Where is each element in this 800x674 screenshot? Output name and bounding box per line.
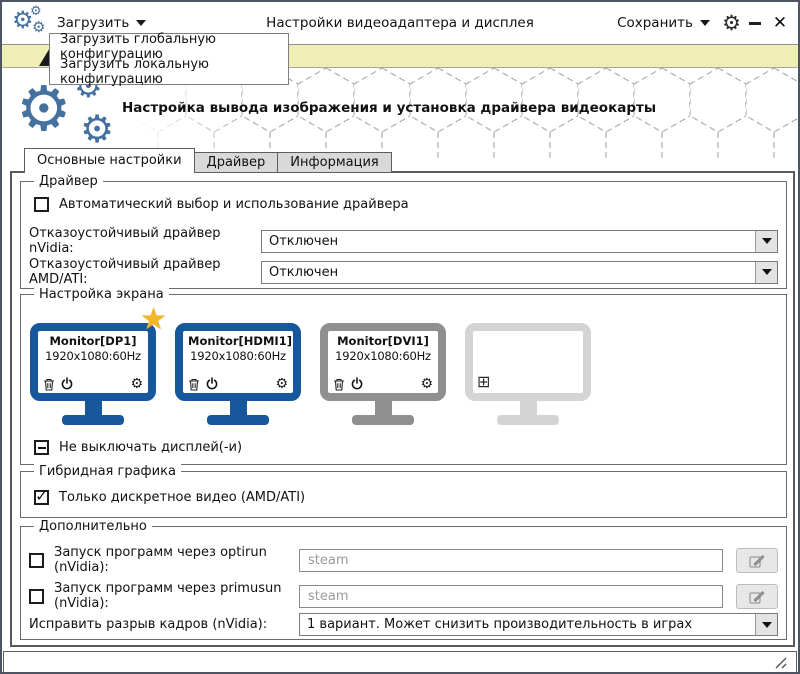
optirun-row: Запуск программ через optirun (nVidia): <box>29 545 778 575</box>
monitor-gear-icon[interactable]: ⚙ <box>130 376 143 392</box>
nvidia-failsafe-label: Отказоустойчивый драйвер nVidia: <box>29 226 221 256</box>
gear-icon: ⚙ <box>722 11 741 35</box>
monitor-card-add-new[interactable]: ⊞ <box>465 323 591 425</box>
gear-icon: ⚙ <box>12 6 34 34</box>
chevron-down-icon <box>761 621 772 628</box>
monitor-gear-icon[interactable]: ⚙ <box>275 376 288 392</box>
discrete-only-row: Только дискретное видео (AMD/ATI) <box>34 490 305 505</box>
amd-failsafe-select[interactable]: Отключен <box>261 260 778 284</box>
chevron-down-icon <box>700 20 710 26</box>
minimize-button[interactable] <box>745 2 765 44</box>
edit-pencil-icon <box>749 554 764 567</box>
monitor-name: Monitor[DP1] <box>49 334 137 348</box>
monitor-resolution: 1920x1080:60Hz <box>335 349 431 363</box>
banner-gears-icon: ⚙ ⚙ ⚙ <box>16 70 120 152</box>
close-button[interactable]: ✕ <box>768 2 792 44</box>
settings-gear-button[interactable]: ⚙ <box>722 2 741 44</box>
keep-display-on-row: Не выключать дисплей(-и) <box>34 440 242 455</box>
auto-driver-label: Автоматический выбор и использование дра… <box>59 197 409 212</box>
menu-item-load-local-config[interactable]: Загрузить локальную конфигурацию <box>60 56 209 87</box>
auto-driver-checkbox[interactable] <box>34 197 49 212</box>
tab-driver[interactable]: Драйвер <box>193 152 279 173</box>
monitor-card-dp1[interactable]: ★ Monitor[DP1] 1920x1080:60Hz ⚙ <box>30 305 167 425</box>
gear-icon: ⚙ <box>32 18 46 36</box>
primary-star-icon: ★ <box>140 302 167 337</box>
status-bar <box>3 651 797 672</box>
primusun-label: Запуск программ через primusun (nVidia): <box>54 581 282 611</box>
chevron-down-icon <box>761 238 772 244</box>
gear-icon: ⚙ <box>80 107 115 151</box>
window-title: Настройки видеоадаптера и дисплея <box>266 15 534 31</box>
tearing-fix-label: Исправить разрыв кадров (nVidia): <box>29 617 268 632</box>
amd-failsafe-row: Отказоустойчивый драйвер AMD/ATI: Отключ… <box>29 257 778 287</box>
monitor-card-hdmi1[interactable]: Monitor[HDMI1] 1920x1080:60Hz ⚙ <box>175 323 301 425</box>
driver-group-legend: Драйвер <box>34 173 103 190</box>
discrete-only-label: Только дискретное видео (AMD/ATI) <box>59 490 306 505</box>
primusun-input[interactable] <box>299 584 723 608</box>
dropdown-arrow-button[interactable] <box>755 230 777 252</box>
dropdown-arrow-button[interactable] <box>755 261 777 283</box>
edit-pencil-icon <box>749 590 764 603</box>
hybrid-graphics-group: Гибридная графика Только дискретное виде… <box>20 463 787 518</box>
monitor-resolution: 1920x1080:60Hz <box>190 349 286 363</box>
screen-group-legend: Настройка экрана <box>34 286 169 303</box>
save-menu-label: Сохранить <box>617 15 693 31</box>
additional-group-legend: Дополнительно <box>34 518 152 535</box>
banner-title: Настройка вывода изображения и установка… <box>122 100 657 116</box>
load-menu-popup: Загрузить глобальную конфигурацию Загруз… <box>49 31 289 87</box>
menu-item-load-global-config[interactable]: Загрузить глобальную конфигурацию <box>60 31 216 62</box>
chevron-down-icon <box>761 269 772 275</box>
amd-failsafe-value: Отключен <box>269 264 339 280</box>
dropdown-arrow-button[interactable] <box>755 614 777 635</box>
monitor-row: ★ Monitor[DP1] 1920x1080:60Hz ⚙ <box>30 305 591 425</box>
auto-driver-row: Автоматический выбор и использование дра… <box>34 197 409 212</box>
optirun-input[interactable] <box>299 548 723 572</box>
power-icon[interactable] <box>60 377 74 391</box>
resize-grip[interactable] <box>774 656 789 670</box>
monitor-name: Monitor[HDMI1] <box>188 334 292 348</box>
chevron-down-icon <box>136 20 147 26</box>
primusun-row: Запуск программ через primusun (nVidia): <box>29 581 778 611</box>
tab-bar: Основные настройки Драйвер Информация <box>24 148 392 173</box>
screen-setup-group: Настройка экрана ★ Monitor[DP1] 1920x108… <box>20 286 787 465</box>
keep-display-on-label: Не выключать дисплей(-и) <box>59 440 243 455</box>
amd-failsafe-label: Отказоустойчивый драйвер AMD/ATI: <box>29 257 221 287</box>
nvidia-failsafe-select[interactable]: Отключен <box>261 229 778 253</box>
trash-icon[interactable] <box>188 378 200 391</box>
driver-group: Драйвер Автоматический выбор и использов… <box>20 173 787 289</box>
tab-main-settings[interactable]: Основные настройки <box>24 148 195 173</box>
tab-information[interactable]: Информация <box>277 152 392 173</box>
power-icon[interactable] <box>350 377 364 391</box>
optirun-checkbox[interactable] <box>29 552 44 568</box>
hybrid-group-legend: Гибридная графика <box>34 463 181 480</box>
add-monitor-icon[interactable]: ⊞ <box>477 372 491 391</box>
tearing-fix-value: 1 вариант. Может снизить производительно… <box>307 617 693 632</box>
gear-icon: ⚙ <box>30 4 42 19</box>
additional-group: Дополнительно Запуск программ через opti… <box>20 518 787 640</box>
tearing-fix-row: Исправить разрыв кадров (nVidia): 1 вари… <box>29 613 778 636</box>
monitor-resolution: 1920x1080:60Hz <box>45 349 141 363</box>
nvidia-failsafe-value: Отключен <box>269 233 339 249</box>
save-menu-button[interactable]: Сохранить <box>617 2 710 44</box>
load-menu-label: Загрузить <box>57 15 130 31</box>
gear-icon: ⚙ <box>16 72 72 145</box>
nvidia-failsafe-row: Отказоустойчивый драйвер nVidia: Отключе… <box>29 226 778 256</box>
tearing-fix-select[interactable]: 1 вариант. Может снизить производительно… <box>299 613 778 636</box>
optirun-label: Запуск программ через optirun (nVidia): <box>54 545 267 575</box>
app-logo-gears-icon: ⚙ ⚙ ⚙ <box>12 4 48 40</box>
discrete-only-checkbox[interactable] <box>34 490 49 505</box>
load-menu-button[interactable]: Загрузить <box>57 2 147 44</box>
monitor-name: Monitor[DVI1] <box>337 334 429 348</box>
primusun-checkbox[interactable] <box>29 588 44 604</box>
trash-icon[interactable] <box>333 378 345 391</box>
power-icon[interactable] <box>205 377 219 391</box>
tab-content-pane: Драйвер Автоматический выбор и использов… <box>10 171 795 647</box>
monitor-gear-icon[interactable]: ⚙ <box>420 376 433 392</box>
monitor-card-dvi1[interactable]: Monitor[DVI1] 1920x1080:60Hz ⚙ <box>320 323 446 425</box>
trash-icon[interactable] <box>43 378 55 391</box>
optirun-edit-button[interactable] <box>736 547 778 573</box>
primusun-edit-button[interactable] <box>736 583 778 609</box>
minimize-icon <box>749 21 761 25</box>
keep-display-on-checkbox[interactable] <box>34 440 49 455</box>
